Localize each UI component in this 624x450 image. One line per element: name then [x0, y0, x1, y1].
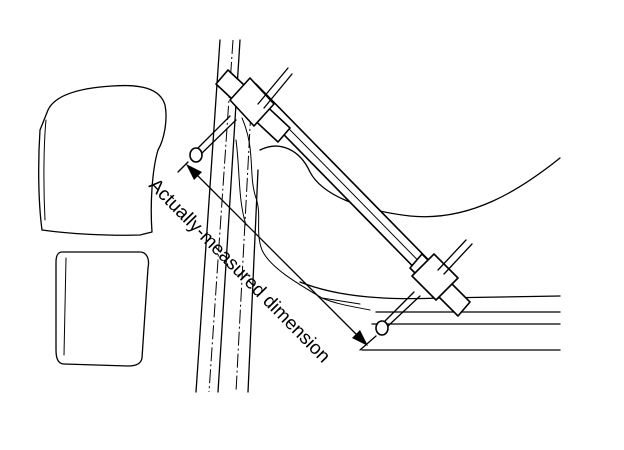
lower-slider [375, 239, 473, 336]
dimension-arrow-end [352, 330, 368, 346]
pillar-contour [235, 117, 361, 305]
dimension-line [177, 161, 377, 351]
lower-left-panel [55, 251, 150, 367]
tram-gauge [189, 67, 473, 336]
lower-pointer-tip [375, 320, 389, 336]
upper-slider [189, 67, 293, 163]
upper-left-panel [38, 84, 167, 236]
dimension-arrow-start [186, 164, 202, 180]
upper-pointer-tip [189, 147, 203, 163]
